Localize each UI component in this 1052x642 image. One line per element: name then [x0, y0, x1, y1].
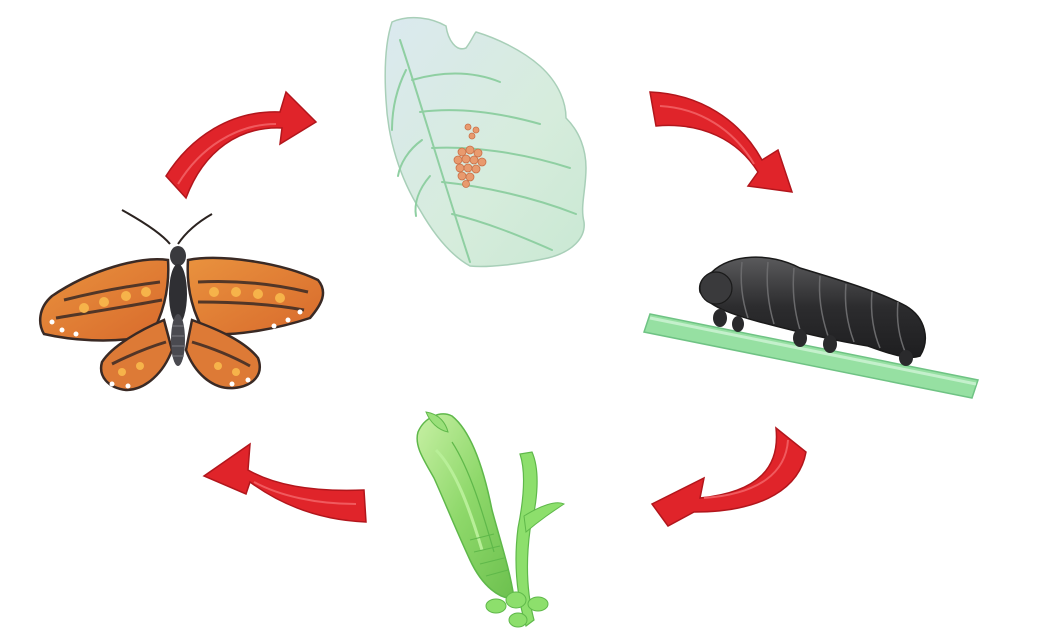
stage-caterpillar: [644, 257, 978, 398]
leaf-icon: [385, 18, 586, 267]
stage-adult: [40, 210, 323, 390]
arrow-pupa-to-adult: [204, 444, 366, 522]
flower-buds-icon: [486, 592, 548, 627]
butterfly-icon: [40, 210, 323, 390]
arrow-caterpillar-to-pupa: [652, 428, 806, 526]
stage-egg: [385, 18, 586, 267]
chrysalis-icon: [417, 412, 514, 598]
arrow-egg-to-caterpillar: [650, 92, 792, 192]
arrow-adult-to-egg: [166, 92, 316, 198]
stage-pupa: [417, 412, 564, 627]
